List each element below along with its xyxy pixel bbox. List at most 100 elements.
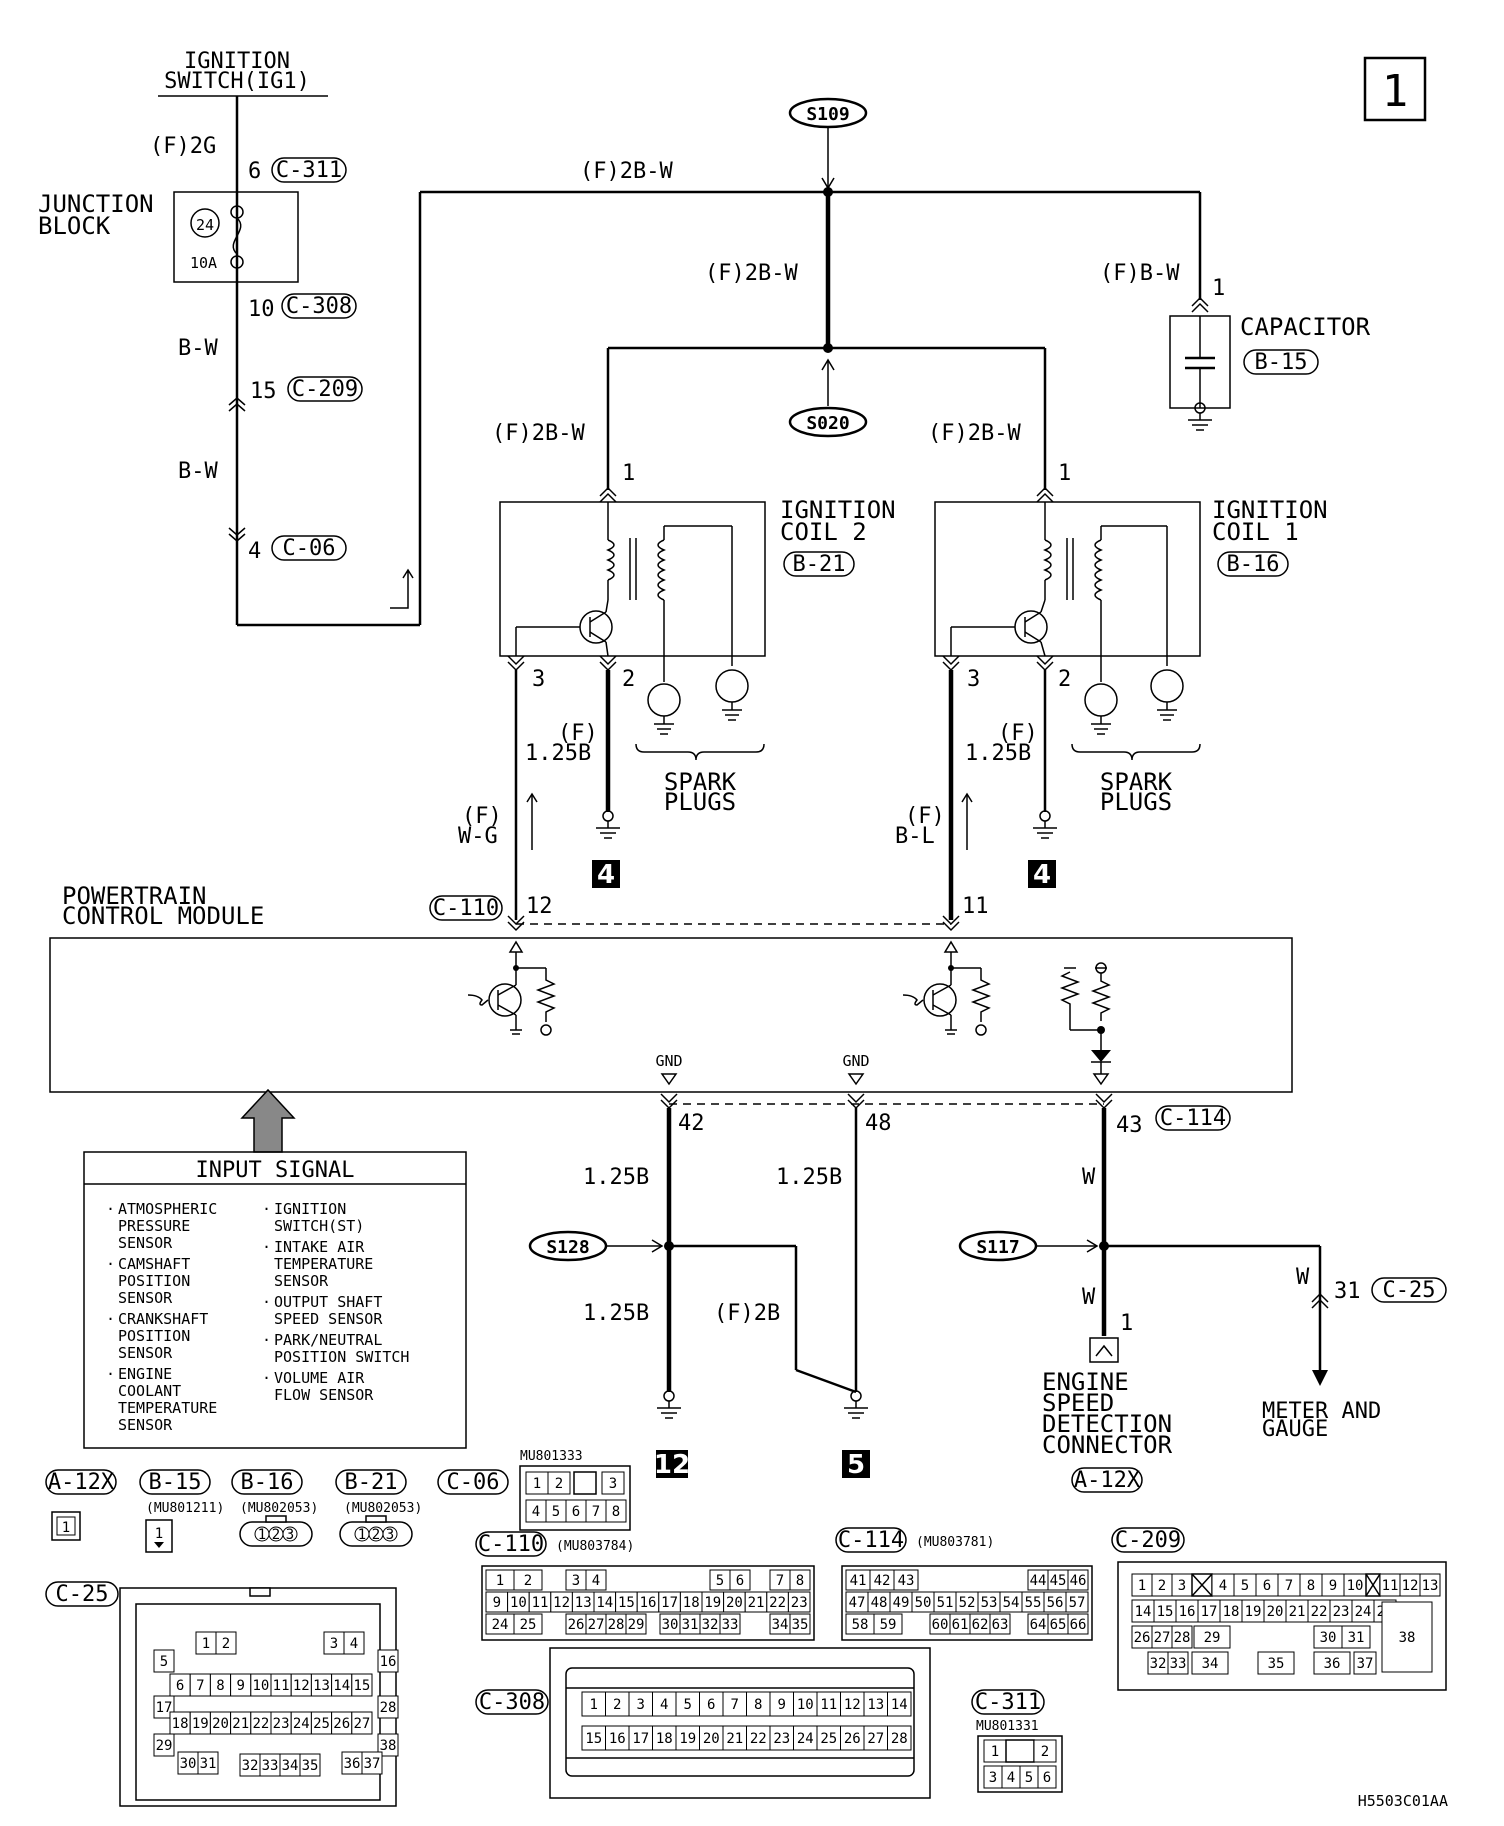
connector-pin: [282, 1526, 298, 1542]
connector-pin-number: 24: [1355, 1604, 1372, 1620]
splice-s109: S109: [806, 104, 849, 125]
connector-pin-number: 21: [1289, 1604, 1306, 1620]
connector-pin-number: 23: [773, 1731, 790, 1747]
connector-pin-number: 25: [520, 1617, 537, 1633]
connector-arrow-icon: [847, 1093, 865, 1110]
wire-label-f2bw: (F)2B-W: [928, 421, 1021, 446]
connector-pin-number: 35: [302, 1758, 319, 1774]
connector-pin-number: 20: [212, 1716, 229, 1732]
connector-pin-number: 4: [660, 1697, 668, 1713]
pin-label: 2: [622, 667, 635, 692]
ground-point-4: 4: [1033, 860, 1051, 890]
spark-plug-icon: [1084, 683, 1118, 717]
pin-label: 4: [248, 539, 261, 564]
bullet: ·: [262, 1238, 271, 1256]
ignition-coil-2-box: [499, 501, 766, 657]
page-number: 1: [1382, 66, 1409, 117]
connector-label-c25: C-25: [1383, 1278, 1436, 1303]
connector-pin-number: 3: [572, 1573, 580, 1589]
connector-arrow-icon: [507, 655, 525, 672]
fuse-icon: [232, 217, 242, 255]
transistor-icon: [579, 610, 613, 644]
ground-point-12: 12: [654, 1450, 690, 1480]
connector-pin-number: 14: [333, 1678, 350, 1694]
ground-point-4: 4: [597, 860, 615, 890]
connector-pin-number: 14: [596, 1595, 613, 1611]
connector-pin-number: 5: [552, 1504, 560, 1520]
connector-pin-number: 2: [524, 1573, 532, 1589]
connector-pin: [1313, 1651, 1351, 1675]
connector-pin: [585, 1569, 607, 1591]
connector-arrow-icon: [228, 527, 246, 542]
connector-pin-number: 10: [252, 1678, 269, 1694]
capacitor-label: CAPACITOR: [1240, 313, 1371, 341]
pin-label: 15: [250, 379, 277, 404]
connector-pin: [893, 1569, 919, 1591]
connector-pin-number: 12: [1402, 1578, 1419, 1594]
pin-label: 3: [532, 667, 545, 692]
connector-label-b15: B-15: [149, 1470, 202, 1495]
connector-pin-number: 18: [172, 1716, 189, 1732]
spark-plug-icon: [1150, 669, 1184, 703]
connector-label-b16: B-16: [241, 1470, 294, 1495]
connector-pin: [1065, 1591, 1089, 1613]
connector-pin-number: 1: [358, 1527, 366, 1543]
connector-pin-number: 30: [662, 1617, 679, 1633]
wire-label-f-125b: (F)1.25B: [525, 721, 598, 766]
connector-arrow-icon: [1036, 655, 1054, 672]
connector-pin-number: 14: [1135, 1604, 1152, 1620]
splice-s020: S020: [806, 413, 849, 434]
connector-pin-number: 25: [820, 1731, 837, 1747]
connector-pin-number: 9: [493, 1595, 501, 1611]
connector-pin-number: 2: [272, 1527, 280, 1543]
continuation-arrow-icon: [390, 568, 414, 609]
connector-pin-number: 28: [1174, 1630, 1191, 1646]
pin-label: 3: [967, 667, 980, 692]
connector-pin-number: 5: [1241, 1578, 1249, 1594]
pin-label: 1: [622, 461, 635, 486]
connector-pin-number: 12: [293, 1678, 310, 1694]
connector-pin-number: 31: [200, 1756, 217, 1772]
connector-pin-number: 17: [156, 1700, 173, 1716]
connector-pin: [153, 1695, 175, 1719]
connector-pin-number: 4: [1007, 1770, 1015, 1786]
connector-pin-number: 33: [1170, 1656, 1187, 1672]
ground-icon: [844, 1407, 868, 1419]
wire-label-125b: 1.25B: [776, 1165, 842, 1190]
connector-pin-number: 26: [1134, 1630, 1151, 1646]
connector-views: A-12X B-15 B-16 B-21 C-06 1 (MU801211) 1…: [45, 1449, 1447, 1807]
connector-pin-number: 53: [981, 1595, 998, 1611]
connector-pin-number: 38: [380, 1738, 397, 1754]
connector-pin: [547, 1471, 571, 1495]
connector-pin-number: 18: [683, 1595, 700, 1611]
connector-arrow-icon: [660, 1093, 678, 1110]
fuse-rating: 10A: [190, 254, 217, 272]
connector-pin-number: 34: [282, 1758, 299, 1774]
connector-pin-number: 33: [262, 1758, 279, 1774]
pin-label: 31: [1334, 1279, 1361, 1304]
connector-pin-number: 3: [989, 1770, 997, 1786]
wire-label-fbw: (F)B-W: [1100, 261, 1180, 286]
connector-pin-number: 12: [553, 1595, 570, 1611]
pin-label: 10: [248, 297, 275, 322]
connector-pin-number: 9: [236, 1678, 244, 1694]
connector-pin-number: 4: [350, 1636, 358, 1652]
connector-pin-number: 6: [572, 1504, 580, 1520]
s109-bus: (F)2B-W S109 (F)2B-W (F)B-W 1 CAPACITOR …: [420, 97, 1371, 431]
connector-pin-number: 55: [1025, 1595, 1042, 1611]
junction-block: [173, 191, 299, 283]
bullet: ·: [106, 1255, 115, 1273]
connector-label-c114: C-114: [1160, 1106, 1226, 1131]
connector-pin-number: 20: [1267, 1604, 1284, 1620]
